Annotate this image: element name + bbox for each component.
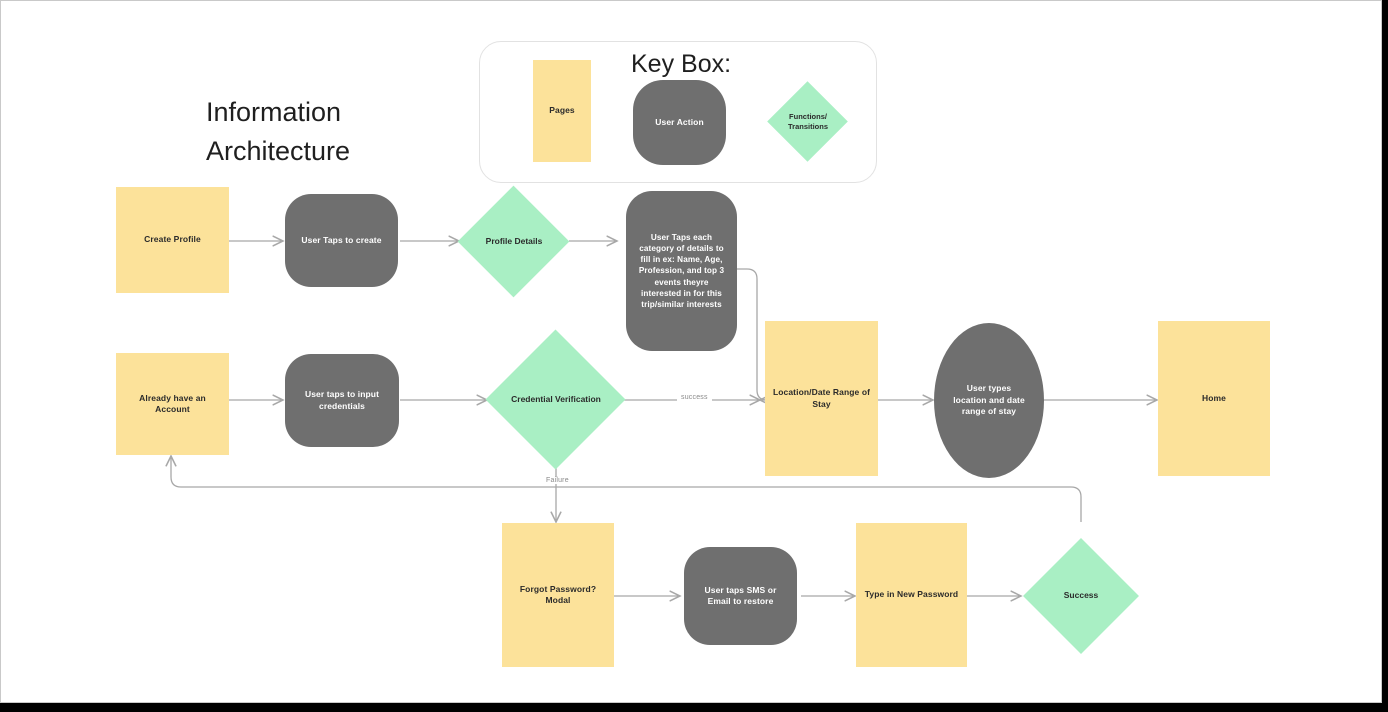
- node-user-taps-to-create-label: User Taps to create: [301, 234, 382, 245]
- node-create-profile-label: Create Profile: [144, 234, 201, 245]
- node-profile-details-label: Profile Details: [485, 236, 543, 247]
- node-home[interactable]: Home: [1158, 321, 1270, 476]
- node-success-label: Success: [1063, 590, 1099, 601]
- node-location-date-range-label: Location/Date Range of Stay: [772, 387, 871, 409]
- node-location-date-range[interactable]: Location/Date Range of Stay: [765, 321, 878, 476]
- node-user-types-location-label: User types location and date range of st…: [953, 383, 1025, 417]
- node-type-new-password-label: Type in New Password: [864, 589, 959, 600]
- title-line-2: Architecture: [206, 136, 351, 167]
- node-already-have-account[interactable]: Already have an Account: [116, 353, 229, 455]
- page-title: Information Architecture: [206, 93, 536, 171]
- edge-detailentry-to-location: [737, 268, 767, 400]
- node-credential-verification[interactable]: Credential Verification: [485, 329, 626, 470]
- edge-label-failure: Failure: [542, 477, 573, 484]
- node-credential-verification-label: Credential Verification: [511, 394, 601, 405]
- title-line-1: Information: [206, 97, 342, 127]
- edge-label-success: success: [677, 394, 712, 401]
- node-already-have-account-label: Already have an Account: [139, 392, 206, 414]
- legend-functions-label: Functions/ Transitions: [787, 111, 828, 131]
- key-box-title: Key Box:: [631, 50, 732, 78]
- legend-user-action-label: User Action: [655, 116, 704, 127]
- node-user-taps-input-credentials-label: User taps to input credentials: [304, 389, 380, 411]
- legend-pages-swatch: Pages: [533, 60, 591, 162]
- node-user-taps-sms-email-label: User taps SMS or Email to restore: [704, 584, 777, 606]
- node-user-taps-sms-email[interactable]: User taps SMS or Email to restore: [684, 547, 797, 645]
- legend-pages-label: Pages: [549, 105, 575, 116]
- legend-functions-swatch: Functions/ Transitions: [767, 81, 848, 162]
- legend-user-action-swatch: User Action: [633, 80, 726, 165]
- node-user-types-location[interactable]: User types location and date range of st…: [934, 323, 1044, 478]
- node-detail-entry-label: User Taps each category of details to fi…: [638, 233, 725, 309]
- edge-success-back-to-account: [171, 456, 1082, 522]
- node-home-label: Home: [1201, 392, 1227, 403]
- node-forgot-password-modal[interactable]: Forgot Password? Modal: [502, 523, 614, 667]
- node-user-taps-to-create[interactable]: User Taps to create: [285, 194, 398, 287]
- node-forgot-password-modal-label: Forgot Password? Modal: [519, 583, 597, 605]
- node-create-profile[interactable]: Create Profile: [116, 187, 229, 293]
- node-type-new-password[interactable]: Type in New Password: [856, 523, 967, 667]
- node-user-taps-input-credentials[interactable]: User taps to input credentials: [285, 354, 399, 447]
- node-profile-details[interactable]: Profile Details: [457, 185, 570, 298]
- node-detail-entry[interactable]: User Taps each category of details to fi…: [626, 191, 737, 351]
- node-success[interactable]: Success: [1022, 521, 1140, 671]
